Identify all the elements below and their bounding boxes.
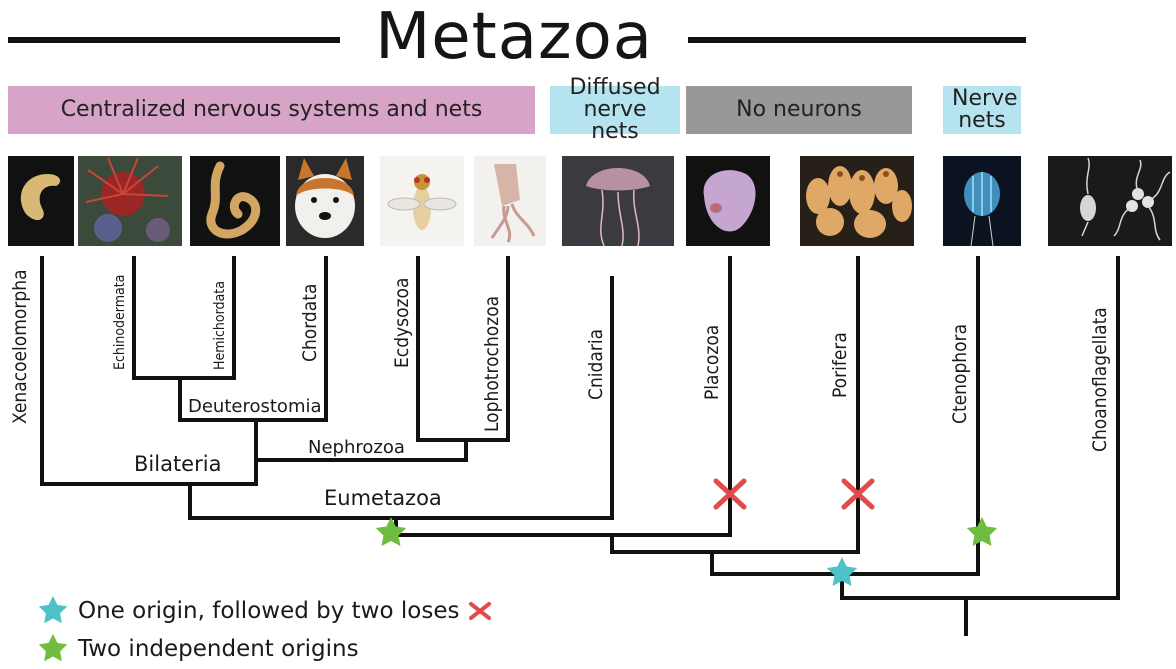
taxon-label-placozoa: Placozoa <box>702 325 722 400</box>
taxon-label-ecdysozoa: Ecdysozoa <box>392 278 412 368</box>
taxon-label-choanoflagellata: Choanoflagellata <box>1090 307 1110 452</box>
star-icon <box>38 596 68 626</box>
taxon-label-lophotrochozoa: Lophotrochozoa <box>482 296 502 432</box>
origin-star-ctenophora <box>967 517 997 546</box>
taxon-label-echinodermata: Echinodermata <box>112 275 128 370</box>
node-label-deuterostomia: Deuterostomia <box>186 397 324 417</box>
node-label-eumetazoa: Eumetazoa <box>322 486 444 510</box>
star-icon <box>38 634 68 664</box>
taxon-label-hemichordata: Hemichordata <box>212 281 228 370</box>
taxon-label-ctenophora: Ctenophora <box>950 324 970 424</box>
node-label-bilateria: Bilateria <box>132 452 223 476</box>
taxon-label-chordata: Chordata <box>300 284 320 362</box>
taxon-label-porifera: Porifera <box>830 332 850 398</box>
taxon-label-cnidaria: Cnidaria <box>586 329 606 400</box>
legend-one-origin-label: One origin, followed by two loses <box>78 598 459 624</box>
origin-star-eumetazoa <box>376 517 406 546</box>
cross-icon <box>467 600 493 622</box>
legend-two-origins: Two independent origins <box>38 634 359 664</box>
legend-two-origins-label: Two independent origins <box>78 636 359 662</box>
node-label-nephrozoa: Nephrozoa <box>306 438 407 458</box>
legend-one-origin: One origin, followed by two loses <box>38 596 503 626</box>
taxon-label-xenacoelomorpha: Xenacoelomorpha <box>10 269 30 424</box>
